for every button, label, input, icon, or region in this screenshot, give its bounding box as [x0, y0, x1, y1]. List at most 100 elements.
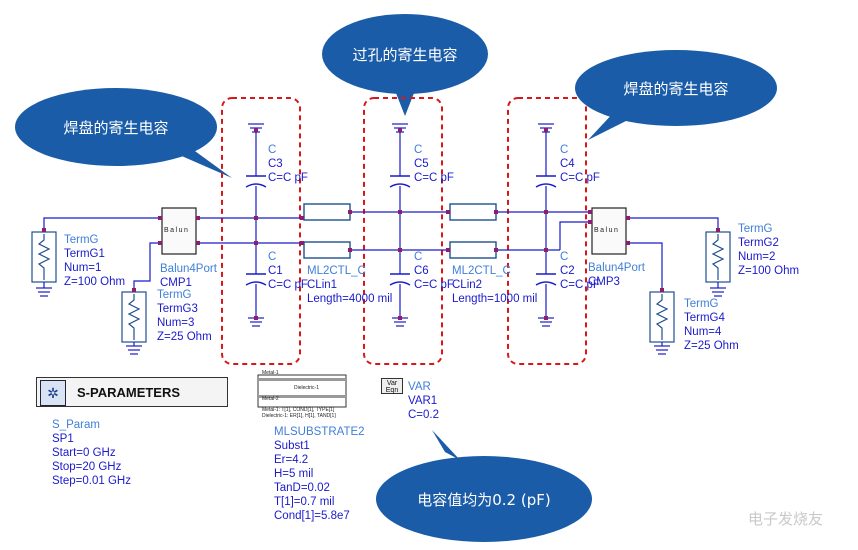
balun-cmp3-type: Balun4Port [588, 262, 645, 274]
c4-label: C C4 C=C pF [560, 143, 600, 185]
termg2-z: Z=100 Ohm [738, 265, 800, 277]
capacitor-c5 [389, 175, 411, 188]
clin2-length: Length=1000 mil [452, 293, 538, 305]
callout-value-text: 电容值均为0.2 (pF) [417, 490, 551, 509]
c5-value: C=C pF [414, 172, 454, 184]
termg2-name: TermG2 [738, 237, 779, 249]
c1-value: C=C pF [268, 279, 308, 291]
via-capacitance-box [363, 97, 443, 365]
c5-label: C C5 C=C pF [414, 143, 454, 185]
substrate-er: Er=4.2 [274, 454, 309, 466]
var-eqn-icon[interactable]: Var Eqn [381, 378, 403, 394]
capacitor-c3 [245, 175, 267, 188]
termg1-z: Z=100 Ohm [64, 276, 126, 288]
c3-value: C=C pF [268, 172, 308, 184]
callout-pad-capacitance-right: 焊盘的寄生电容 [575, 50, 777, 126]
termg2-symbol [705, 231, 731, 288]
callout-capacitance-value: 电容值均为0.2 (pF) [376, 456, 592, 542]
sparam-block[interactable]: ✲ S-PARAMETERS [36, 377, 228, 407]
c2-type: C [560, 251, 569, 263]
termg1-symbol [31, 231, 57, 288]
c6-label: C C6 C=C pF [414, 250, 454, 292]
substrate-symbol [257, 374, 347, 408]
termg3-z: Z=25 Ohm [157, 331, 212, 343]
substrate-cond: Cond[1]=5.8e7 [274, 510, 350, 522]
substrate-t: T[1]=0.7 mil [274, 496, 335, 508]
termg3-label: TermG TermG3 Num=3 Z=25 Ohm [157, 288, 212, 344]
clin1-bottom [303, 241, 351, 259]
balun-cmp1-box [161, 207, 197, 255]
c6-type: C [414, 251, 423, 263]
callout-tail-bottom [432, 430, 460, 460]
substrate-note2: Dielectric-1: ER[1], H[1], TAND[1] [262, 413, 336, 419]
clin1-length: Length=4000 mil [307, 293, 393, 305]
c2-name: C2 [560, 265, 575, 277]
balun-cmp3-box [591, 207, 627, 255]
c4-name: C4 [560, 158, 575, 170]
sparam-stop: Stop=20 GHz [52, 461, 122, 473]
c1-type: C [268, 251, 277, 263]
balun-symbols [161, 207, 627, 255]
termg2-label: TermG TermG2 Num=2 Z=100 Ohm [738, 222, 799, 278]
var-value: C=0.2 [408, 409, 440, 421]
c5-type: C [414, 144, 423, 156]
substrate-label: MLSUBSTRATE2 Subst1 Er=4.2 H=5 mil TanD=… [274, 425, 365, 523]
var-icon-top: Var [386, 380, 398, 387]
capacitor-c2 [535, 273, 557, 286]
pad-capacitance-box-right [507, 97, 587, 365]
clin2-label: ML2CTL_C CLin2 Length=1000 mil [452, 264, 537, 306]
sparam-header: S-PARAMETERS [77, 385, 181, 400]
termg3-symbol [121, 291, 147, 346]
termg4-symbol [649, 291, 675, 346]
clin2-name: CLin2 [452, 279, 483, 291]
callout-via-text: 过孔的寄生电容 [352, 45, 458, 64]
termg1-label: TermG TermG1 Num=1 Z=100 Ohm [64, 233, 125, 289]
c2-label: C C2 C=C pF [560, 250, 600, 292]
termg4-num: Num=4 [684, 326, 722, 338]
substrate-metal2: Metal-2 [262, 396, 279, 402]
clin1-top [303, 203, 351, 221]
clin1-label: ML2CTL_C CLin1 Length=4000 mil [307, 264, 392, 306]
callout-pad-capacitance-left: 焊盘的寄生电容 [15, 88, 217, 166]
c4-type: C [560, 144, 569, 156]
termg4-type: TermG [684, 298, 719, 310]
sparam-step: Step=0.01 GHz [52, 475, 131, 487]
substrate-note1: Metal-1: T[1], COND[1], TYPE[1] [262, 407, 335, 413]
var-label: VAR VAR1 C=0.2 [408, 380, 439, 422]
capacitor-c4 [535, 175, 557, 188]
c2-value: C=C pF [560, 279, 600, 291]
watermark-logo: 电子发烧友 [748, 510, 824, 528]
termg1-num: Num=1 [64, 262, 102, 274]
pad-capacitance-box-left [221, 97, 301, 365]
sparam-label: S_Param SP1 Start=0 GHz Stop=20 GHz Step… [52, 418, 131, 488]
c3-type: C [268, 144, 277, 156]
balun-cmp3-glyph: Balun [594, 227, 620, 234]
termg2-type: TermG [738, 223, 773, 235]
termg3-type: TermG [157, 289, 192, 301]
callout-pad-left-text: 焊盘的寄生电容 [63, 118, 169, 137]
termg4-label: TermG TermG4 Num=4 Z=25 Ohm [684, 297, 739, 353]
termg4-name: TermG4 [684, 312, 725, 324]
termg1-name: TermG1 [64, 248, 105, 260]
termg-symbols [31, 231, 731, 346]
balun-cmp1-type: Balun4Port [160, 263, 217, 275]
termg4-z: Z=25 Ohm [684, 340, 739, 352]
substrate-h: H=5 mil [274, 468, 314, 480]
clin2-top [449, 203, 497, 221]
callout-tail-top-center [394, 88, 416, 116]
var-name: VAR1 [408, 395, 438, 407]
balun-cmp3-label: Balun4Port CMP3 [588, 261, 645, 289]
substrate-name: Subst1 [274, 440, 310, 452]
coupled-lines [303, 203, 497, 259]
balun-cmp3-name: CMP3 [588, 276, 620, 288]
capacitor-symbols [245, 175, 557, 286]
c6-value: C=C pF [414, 279, 454, 291]
termg3-num: Num=3 [157, 317, 195, 329]
var-icon-bottom: Eqn [385, 387, 399, 394]
termg3-name: TermG3 [157, 303, 198, 315]
termg2-num: Num=2 [738, 251, 776, 263]
c3-name: C3 [268, 158, 283, 170]
clin1-name: CLin1 [307, 279, 338, 291]
substrate-metal1: Metal-1 [262, 370, 279, 376]
c6-name: C6 [414, 265, 429, 277]
